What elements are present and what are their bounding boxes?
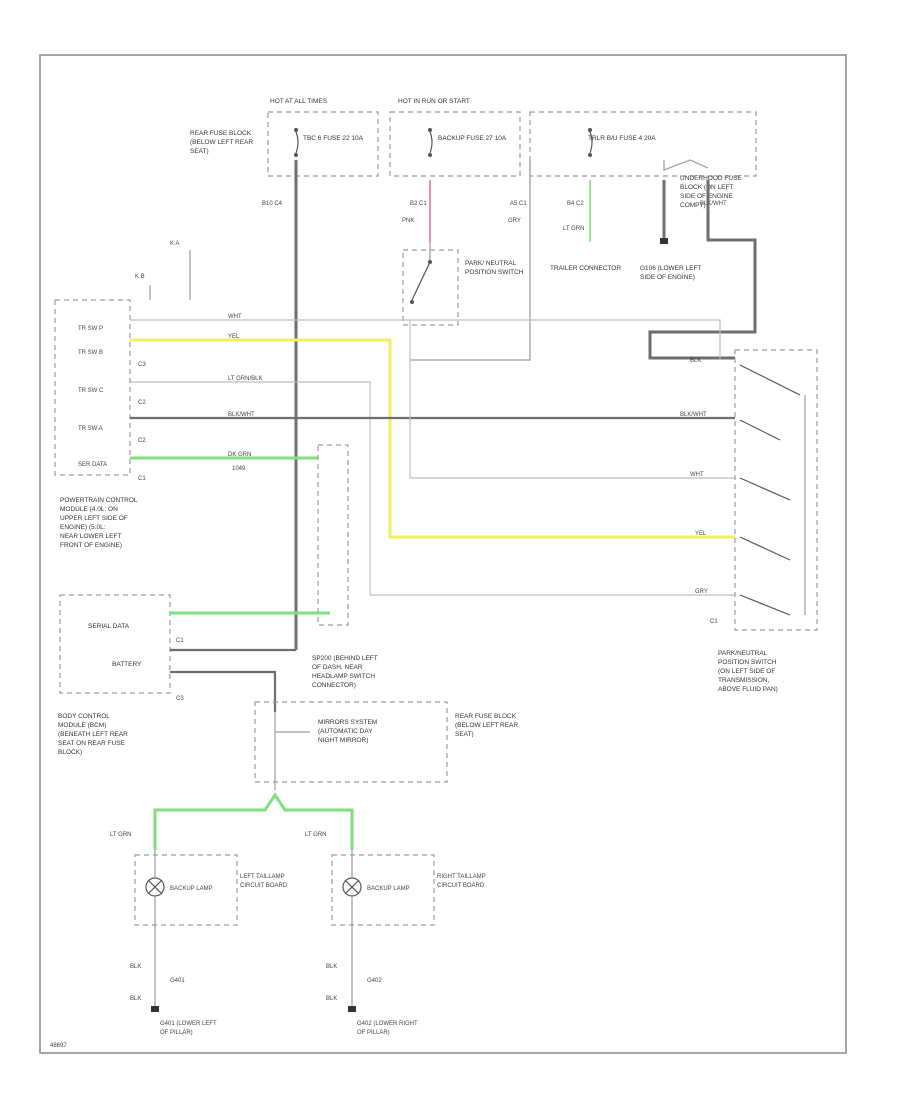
connector-label: B10 C4 [262, 201, 283, 207]
wire-color-label: PNK [402, 218, 414, 224]
rear-fuse-block-top-b [389, 111, 521, 177]
lamp-icon [342, 877, 362, 897]
connector-label: B2 C1 [410, 201, 427, 207]
hot-label-2: HOT IN RUN OR START [398, 98, 470, 105]
wire-mid-label: DK GRN [228, 452, 251, 458]
gnd-wire-label: BLK [130, 964, 141, 970]
ltgrnblk-wire [130, 381, 735, 596]
ground-icon [151, 1006, 159, 1012]
gnd-wire-label: BLK [130, 996, 141, 1002]
diagram-frame [39, 54, 847, 1054]
bcm-box [59, 594, 171, 694]
switch-contact-icon [411, 261, 431, 301]
underhood-fuse-block [529, 111, 757, 177]
splice-bracket [317, 444, 349, 626]
pcm-pin: TR SW P [78, 326, 103, 332]
switch-contact-icon [739, 364, 806, 616]
pcm-pin: TR SW C [78, 388, 104, 394]
pnp-right-label: WHT [690, 472, 704, 478]
gray-feed-wire [410, 160, 531, 361]
figure-id: 48697 [50, 1043, 67, 1049]
wire-color-label: LT GRN [563, 226, 584, 232]
pnp-switch-box [402, 249, 459, 326]
ground-loop-wire [648, 180, 757, 360]
lamp-wire-label: LT GRN [110, 832, 131, 838]
trailer-connector-label: TRAILER CONNECTOR [550, 265, 621, 272]
connector-label: B4 C2 [567, 201, 584, 207]
ground-icon [660, 238, 668, 244]
fuse-icon [428, 128, 433, 157]
lamp-label: BACKUP LAMP [170, 886, 213, 892]
pcm-pin: TR SW B [78, 350, 103, 356]
pnp-right-label: C1 [710, 619, 718, 625]
wire-mid-label: WHT [228, 314, 242, 320]
mirror-fuse-box [254, 701, 448, 783]
pcm-pin: C3 [138, 362, 146, 368]
fuse-label-3: TRLR B/U FUSE 4 20A [588, 135, 656, 142]
ref-label-ka: K A [170, 241, 179, 247]
gnd-wire-label: BLK [326, 996, 337, 1002]
fuse-icon [294, 128, 299, 157]
gnd-wire-label: BLK [326, 964, 337, 970]
wire-color-label: BLK/WHT [700, 201, 727, 207]
connector-label: A5 C1 [510, 201, 527, 207]
gnd-id-label: G402 [367, 978, 382, 984]
pcm-pin: C2 [138, 400, 146, 406]
bcm-row: C1 [176, 638, 184, 644]
lamp-label: BACKUP LAMP [367, 886, 410, 892]
right-taillamp-board [331, 854, 435, 926]
rear-fuse-block-top-a [267, 111, 379, 177]
pcm-pin: SER DATA [78, 462, 107, 468]
pcm-pin: TR SW A [78, 426, 103, 432]
pcm-box [54, 299, 131, 476]
backup-lamp-feed-wire [153, 792, 354, 850]
wht-wire [130, 319, 721, 360]
gry-wire [409, 320, 735, 479]
fuse-label-2: BACKUP FUSE 27 10A [438, 135, 507, 142]
yel-wire [130, 338, 735, 539]
hot-label-1: HOT AT ALL TIMES [270, 98, 328, 105]
underhood-link [663, 159, 709, 171]
lamp-icon [145, 877, 165, 897]
ground-icon [348, 1006, 356, 1012]
pcm-pin: C2 [138, 438, 146, 444]
wire-mid-label: LT GRN/BLK [228, 376, 262, 382]
left-taillamp-board [134, 854, 238, 926]
bcm-out-wire [170, 670, 277, 712]
pnp-right-label: GRY [695, 589, 708, 595]
fuse-label-1: TBC 6 FUSE 22 10A [303, 135, 364, 142]
bcm-row: BATTERY [112, 661, 142, 668]
ref-label-kb: K B [135, 274, 145, 280]
lamp-wire-label: LT GRN [305, 832, 326, 838]
pnp-right-label: BLK/WHT [680, 412, 707, 418]
fuse-icon [588, 128, 593, 157]
wire-mid-label: BLK/WHT [228, 412, 255, 418]
pcm-pin: C1 [138, 476, 146, 482]
wire-mid-label: YEL [228, 334, 240, 340]
pnp-right-label: BLK [690, 358, 701, 364]
gnd-id-label: G401 [170, 978, 185, 984]
bcm-row: SERIAL DATA [88, 623, 130, 630]
wire-mid-label: 1049 [232, 466, 246, 472]
wire-color-label: GRY [508, 218, 521, 224]
bcm-row: C3 [176, 696, 184, 702]
pnp-switch-right-box [734, 349, 818, 631]
pnp-right-label: YEL [695, 531, 707, 537]
